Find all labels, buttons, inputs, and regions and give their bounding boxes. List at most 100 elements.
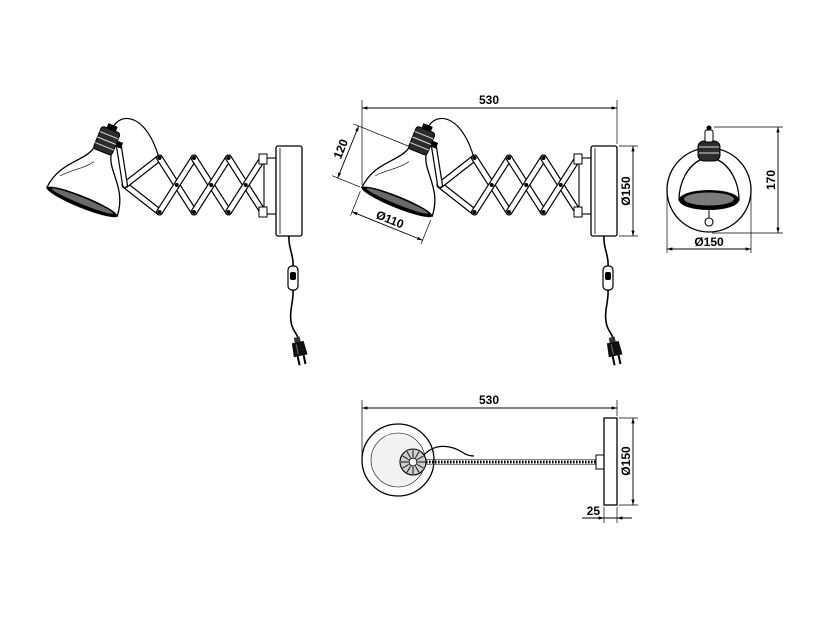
arm-bracket [595,454,605,470]
arm-pivot [704,217,714,227]
scissor-pivot [174,183,179,187]
socket-cap-knob [706,125,712,131]
extension-line [350,191,361,216]
socket-knob-rib [415,451,420,458]
socket-rib [410,142,429,151]
side-view-dimensioned: 120 Ø110 [331,93,638,366]
dimension-label-overall-width: 530 [479,93,499,107]
bracket-hinge-top [573,153,583,165]
scissor-pivot [541,210,546,214]
dimension-overall-width-top: 530 [361,393,618,458]
shade-body [45,145,121,218]
socket-screw [115,140,124,149]
dimension-label-overall-height: 170 [764,170,778,190]
dimension-line [337,125,360,179]
dimension-line [351,211,423,241]
scissor-arm [121,154,267,216]
dimension-label-plate-diameter: Ø150 [694,235,724,249]
scissor-bar [122,182,162,215]
socket-cap [106,123,118,132]
bracket-hinge-bottom [258,206,268,218]
scissor-pivot [507,156,511,160]
dimension-overall-width-side: 530 [361,93,618,185]
dimension-label-plate-diameter: Ø150 [619,176,633,206]
arm-bracket [578,157,592,215]
extension-line [331,175,361,188]
plug [606,336,623,366]
socket-cap [704,129,714,143]
socket-rib [97,136,117,145]
lamp-shade-side: 120 Ø110 [331,123,439,245]
lamp-shade-side [45,123,124,218]
scissor-pivot [209,183,214,187]
dimension-plate-diameter-front: Ø150 [666,192,752,253]
switch-button [605,272,611,280]
shade-opening-interior [684,192,734,206]
power-cord-assembly [287,235,308,366]
plug-highlight [610,344,614,355]
dimension-overall-height-front: 170 [712,126,783,234]
wall-mount [258,145,303,237]
power-cord-assembly [602,235,623,366]
power-cord [603,235,609,267]
plug-prong [617,354,622,365]
plug-prong [302,354,307,365]
shade-opening-interior [51,188,114,214]
socket-rib [95,142,114,151]
scissor-pivot [524,183,529,187]
scissor-pivot [507,210,511,214]
power-cord [289,289,299,339]
wall-plate-top [603,417,618,506]
dimension-label-plate-diameter: Ø150 [619,446,633,476]
plug-highlight [295,344,299,355]
socket-rib [99,130,119,140]
dimension-label-overall-width: 530 [479,393,499,407]
scissor-arm [436,154,582,216]
plug-body [606,340,623,358]
socket-wire [426,118,475,159]
socket-knob-rib [417,455,424,460]
scissor-pivot [226,210,231,214]
socket-knob-rib [406,451,411,458]
dimension-plate-depth-top: 25 [582,504,632,523]
arm-bracket [263,157,277,215]
extension-line [352,123,409,147]
scissor-pivot [472,210,477,214]
power-cord [288,235,294,267]
bracket-hinge-bottom [573,206,583,218]
top-view: 530 Ø150 25 [361,393,638,523]
scissor-bar [437,182,477,215]
socket-knob-rib [417,464,424,469]
socket-knob-rib [402,455,409,460]
scissor-pivot [157,210,162,214]
dimension-label-plate-depth: 25 [587,504,601,518]
scissor-pivot [192,210,196,214]
scissor-pivot [489,183,494,187]
arm-connector [117,145,127,187]
scissor-pivot [541,156,546,160]
arm-connector [432,145,442,187]
socket-screw [430,140,439,149]
bracket-hinge-top [258,153,268,165]
socket-cap [421,123,433,132]
scissor-bar [122,155,162,188]
scissor-pivot [226,156,231,160]
shade-opening-interior [366,188,429,214]
plug-prong [296,356,301,366]
power-cord [604,289,614,339]
shade-highlight [375,161,410,177]
scissor-pivot [558,183,563,187]
socket-wire [423,445,475,457]
plug-body [291,340,308,358]
scissor-pivot [243,183,248,187]
socket-knob-center [408,457,418,467]
socket-rib [412,136,432,145]
scissor-pivot [192,156,196,160]
plug-prong [611,356,616,366]
socket-knob-rib [402,464,409,469]
side-view-partial [45,118,308,366]
socket-wire [111,118,160,159]
socket-knob-top [399,448,427,476]
